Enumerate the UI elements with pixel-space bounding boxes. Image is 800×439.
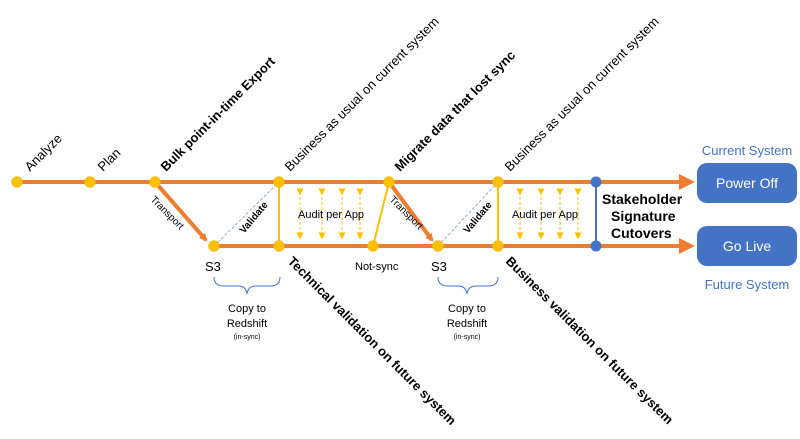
label-business-current-2: Business as usual on current system [502, 14, 662, 174]
label-s3-2: S3 [431, 259, 447, 274]
power-off-label: Power Off [716, 175, 778, 191]
node-cutover-bottom [590, 240, 602, 252]
not-sync-connector [372, 181, 390, 247]
label-not-sync: Not-sync [355, 261, 399, 273]
brace-copy-1 [213, 276, 281, 295]
label-validate-2: Validate [462, 200, 495, 236]
node-not-sync [367, 240, 379, 252]
validate-dashed-1 [213, 181, 280, 247]
node-technical-validation [273, 240, 285, 252]
label-s3-1: S3 [205, 259, 221, 274]
label-technical-validation: Technical validation on future system [285, 254, 459, 428]
current-system-label: Current System [702, 143, 792, 158]
node-migrate [383, 176, 395, 188]
validate-dashed-2 [437, 181, 499, 247]
node-s3-1 [208, 240, 220, 252]
node-analyze [11, 176, 23, 188]
label-business-validation: Business validation on future system [503, 254, 677, 428]
node-bulk-export [149, 176, 161, 188]
node-plan [84, 176, 96, 188]
svg-text:Signature: Signature [611, 208, 676, 224]
label-bulk-export: Bulk point-in-time Export [158, 53, 279, 174]
audit-arrows-2 [516, 188, 582, 240]
svg-text:Redshift: Redshift [227, 318, 267, 330]
transport-arrow-1 [153, 180, 208, 242]
label-analyze: Analyze [22, 131, 65, 174]
copy-redshift-1: Copy to Redshift (in-sync) [227, 303, 267, 341]
label-transport-2: Transport [387, 194, 425, 232]
label-migrate-lost-sync: Migrate data that lost sync [392, 48, 519, 175]
label-audit-1: Audit per App [298, 209, 364, 221]
audit-arrows-1 [296, 188, 364, 240]
current-system-arrowhead [679, 174, 695, 190]
go-live-box [697, 226, 797, 266]
node-business-current-1 [273, 176, 285, 188]
stakeholder-cutover-label: Stakeholder Signature Cutovers [602, 191, 683, 241]
power-off-box [697, 163, 797, 203]
svg-text:Stakeholder: Stakeholder [602, 191, 683, 207]
label-plan: Plan [95, 145, 124, 174]
node-cutover-top [590, 176, 602, 188]
transport-arrow-2 [387, 180, 434, 242]
svg-text:Redshift: Redshift [447, 318, 487, 330]
node-s3-2 [432, 240, 444, 252]
svg-text:Copy to: Copy to [228, 303, 266, 315]
svg-text:(in-sync): (in-sync) [454, 334, 481, 341]
svg-text:Cutovers: Cutovers [611, 225, 672, 241]
label-audit-2: Audit per App [512, 209, 578, 221]
svg-text:Copy to: Copy to [448, 303, 486, 315]
go-live-label: Go Live [723, 238, 771, 254]
brace-copy-2 [437, 276, 499, 295]
node-business-validation [492, 240, 504, 252]
svg-text:(in-sync): (in-sync) [234, 334, 261, 341]
copy-redshift-2: Copy to Redshift (in-sync) [447, 303, 487, 341]
future-system-arrowhead [679, 238, 695, 254]
node-business-current-2 [492, 176, 504, 188]
future-system-label: Future System [705, 277, 790, 292]
